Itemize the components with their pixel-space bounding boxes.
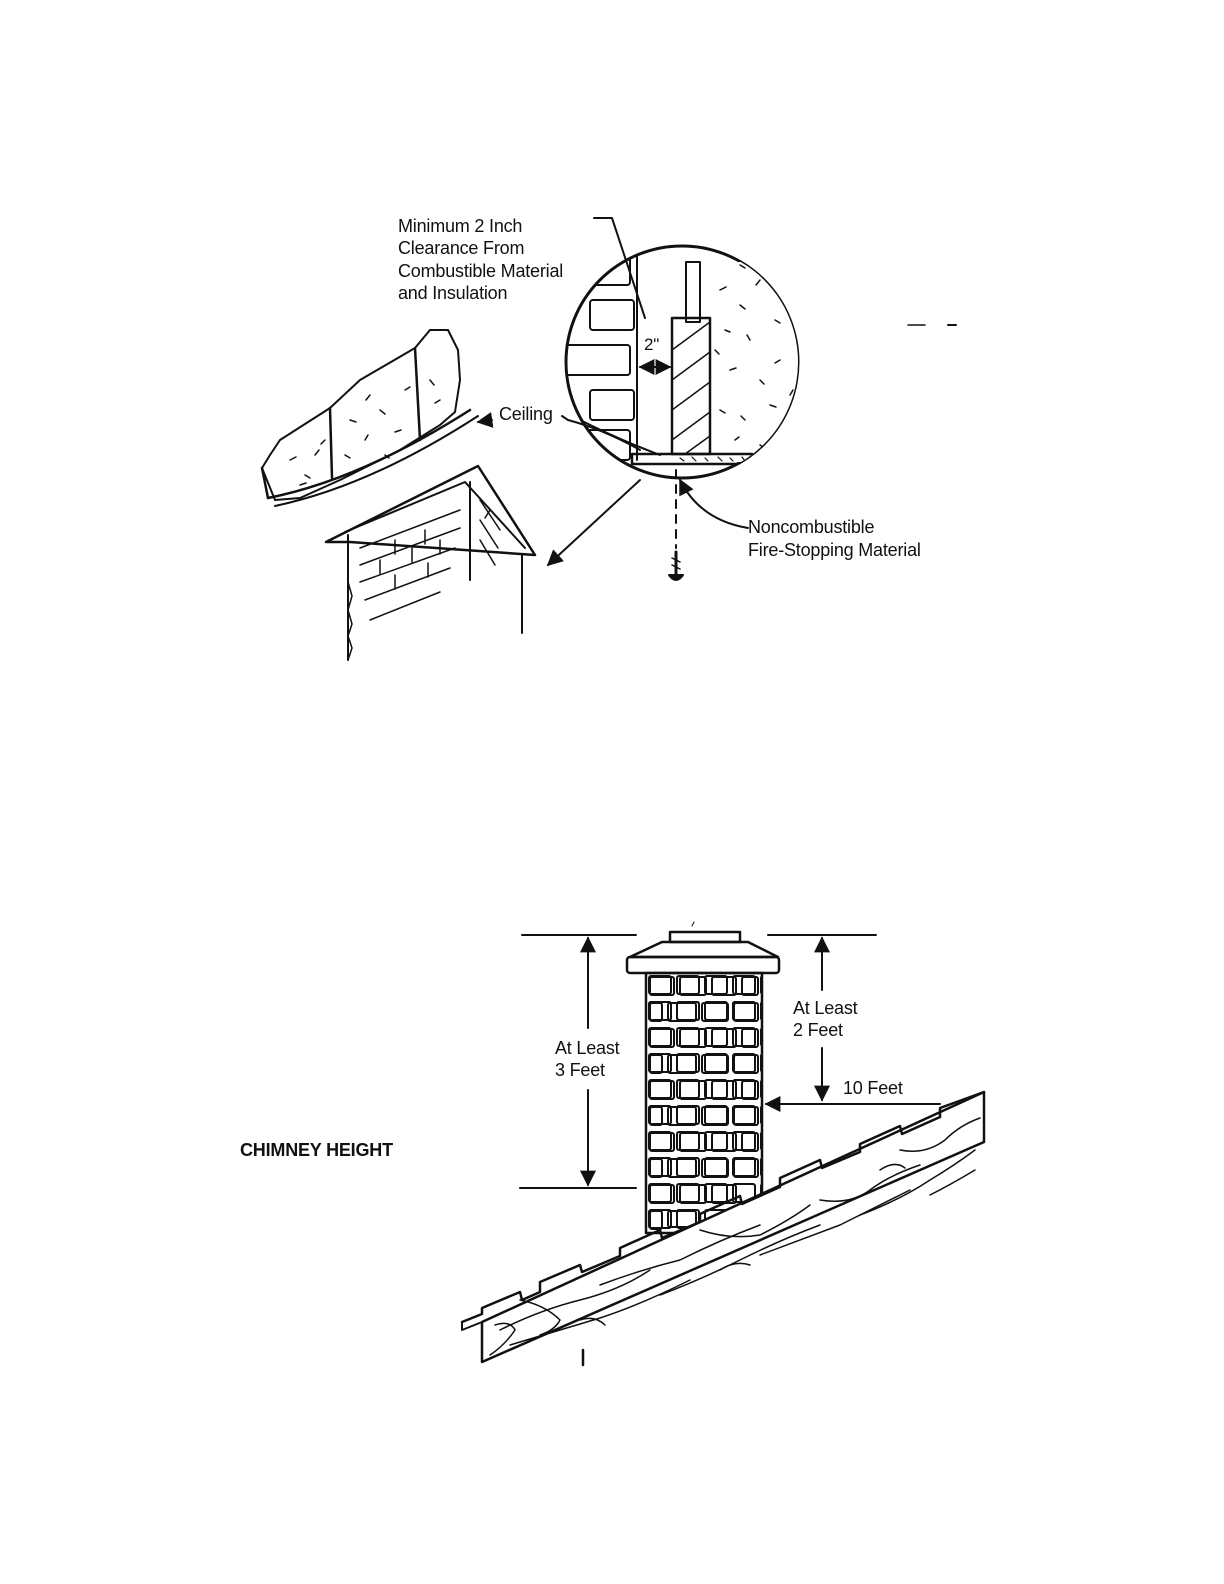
detail-circle	[560, 240, 800, 478]
detail-pointer-arrow	[548, 480, 640, 565]
left-dimension-line-2: 3 Feet	[555, 1059, 605, 1082]
right-dimension-line-1: At Least	[793, 997, 857, 1020]
left-dimension-line-1: At Least	[555, 1037, 619, 1060]
horizontal-dimension-label: 10 Feet	[843, 1077, 903, 1100]
clearance-label-line-1: Minimum 2 Inch	[398, 215, 522, 238]
clearance-label-line-3: Combustible Material	[398, 260, 563, 283]
chimney-height-figure	[462, 922, 984, 1365]
firestop-label-line-2: Fire-Stopping Material	[748, 539, 921, 562]
chimney-cap	[627, 932, 779, 973]
right-dimension-line-2: 2 Feet	[793, 1019, 843, 1042]
chimney-height-caption: CHIMNEY HEIGHT	[240, 1139, 393, 1162]
screw-icon	[669, 552, 683, 580]
ceiling-label: Ceiling	[499, 403, 553, 426]
chimney-body	[618, 973, 762, 1233]
ceiling-detail-figure	[262, 218, 956, 660]
chimney-through-ceiling	[326, 466, 535, 660]
firestop-label-line-1: Noncombustible	[748, 516, 874, 539]
clearance-label-line-2: Clearance From	[398, 237, 524, 260]
clearance-label-line-4: and Insulation	[398, 282, 507, 305]
dimension-2-inch-label: 2"	[644, 333, 659, 356]
ceiling-insulation	[262, 330, 460, 500]
